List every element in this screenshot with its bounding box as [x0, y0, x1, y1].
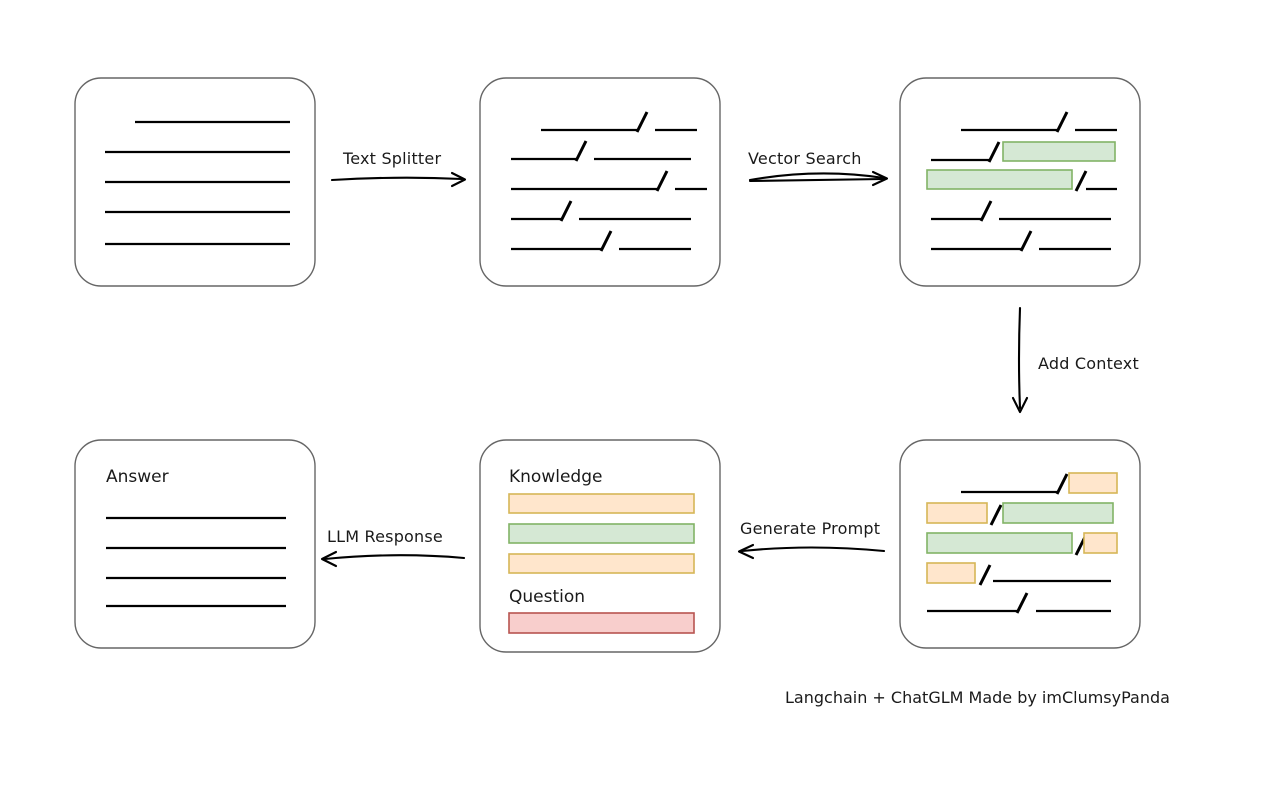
node-prompt[interactable]: Knowledge Question — [479, 439, 721, 653]
arrow-shaft — [740, 546, 886, 553]
node-vector-matched-chunks[interactable] — [899, 77, 1141, 287]
node-context-enriched-chunks[interactable] — [899, 439, 1141, 649]
arrow-shaft — [330, 176, 464, 182]
node-split-chunks[interactable] — [479, 77, 721, 287]
arrow-text-splitter: Text Splitter — [330, 149, 467, 188]
slash-separator — [989, 504, 1003, 526]
prompt-question-heading: Question — [509, 587, 585, 607]
slash-separator — [574, 140, 588, 162]
highlight-yellow — [1083, 532, 1118, 554]
slash-separator — [635, 111, 649, 133]
slash-separator — [1015, 592, 1029, 614]
highlight-yellow — [926, 562, 976, 584]
answer-heading: Answer — [106, 467, 169, 487]
arrow-label-generate-prompt: Generate Prompt — [740, 519, 880, 538]
highlight-green — [1002, 502, 1114, 524]
highlight-green — [926, 169, 1073, 190]
arrow-head-icon — [1011, 396, 1029, 414]
slash-separator — [599, 230, 613, 252]
prompt-card[interactable] — [479, 439, 721, 653]
highlight-yellow — [926, 502, 988, 524]
arrow-head-icon — [320, 550, 338, 568]
arrow-shaft — [1017, 306, 1022, 410]
slash-separator — [987, 141, 1001, 163]
answer-card[interactable] — [74, 439, 316, 649]
arrow-label-text-splitter: Text Splitter — [342, 149, 441, 168]
node-answer[interactable]: Answer — [74, 439, 316, 649]
source-document-lines — [105, 120, 290, 246]
highlight-green — [926, 532, 1073, 554]
split-chunks-lines — [511, 111, 707, 252]
arrow-head-icon — [737, 543, 755, 560]
highlight-yellow — [1068, 472, 1118, 494]
prompt-knowledge-heading: Knowledge — [509, 467, 602, 487]
split-chunks-card[interactable] — [479, 77, 721, 287]
slash-separator — [1019, 230, 1033, 252]
highlight-red — [508, 612, 695, 634]
node-source-document[interactable] — [74, 77, 316, 287]
arrow-vector-search: Vector Search — [748, 149, 889, 187]
arrow-generate-prompt: Generate Prompt — [737, 519, 886, 560]
slash-separator — [1074, 170, 1088, 192]
arrow-add-context: Add Context — [1011, 306, 1139, 414]
arrow-label-vector-search: Vector Search — [748, 149, 862, 168]
arrow-head-icon — [871, 170, 889, 187]
highlight-yellow — [508, 553, 695, 574]
slash-separator — [979, 200, 993, 222]
slash-separator — [655, 170, 669, 192]
highlight-green — [1002, 141, 1116, 162]
slash-separator — [559, 200, 573, 222]
slash-separator — [978, 564, 992, 586]
slash-separator — [1055, 111, 1069, 133]
vector-matched-chunks-lines — [926, 111, 1117, 252]
arrow-llm-response: LLM Response — [320, 527, 466, 568]
highlight-yellow — [508, 493, 695, 514]
highlight-green — [508, 523, 695, 544]
context-enriched-chunks-lines — [926, 472, 1118, 614]
arrow-head-icon — [450, 171, 467, 188]
arrow-label-add-context: Add Context — [1038, 354, 1139, 373]
arrow-shaft — [323, 554, 466, 561]
slash-separator — [1055, 473, 1069, 495]
arrow-shaft-2 — [748, 177, 886, 183]
arrow-shaft — [748, 172, 886, 182]
credit-text: Langchain + ChatGLM Made by imClumsyPand… — [785, 688, 1170, 707]
arrow-label-llm-response: LLM Response — [327, 527, 443, 546]
